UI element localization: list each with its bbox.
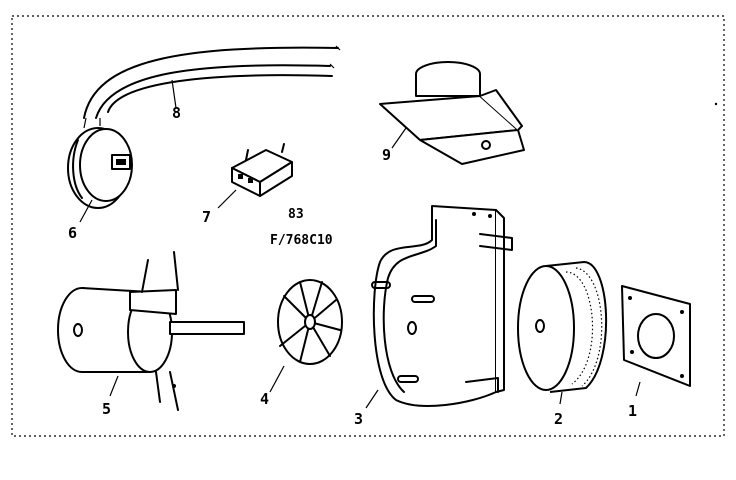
part-5-motor: 5 <box>57 251 245 418</box>
label-5: 5 <box>102 400 111 418</box>
label-4: 4 <box>260 390 269 408</box>
part-2-screen: 2 <box>517 261 608 428</box>
label-8: 8 <box>172 104 181 122</box>
scan-speck <box>714 102 718 106</box>
label-2: 2 <box>554 410 563 428</box>
label-3: 3 <box>354 410 363 428</box>
part-8-wire-leads: 8 <box>83 45 341 122</box>
label-7: 7 <box>202 208 211 226</box>
label-9: 9 <box>382 146 391 164</box>
figure-id: F/768C10 <box>270 233 333 248</box>
part-7-terminal: 7 <box>202 143 293 226</box>
part-9-transition: 9 <box>379 61 525 165</box>
part-1-gasket: 1 <box>621 285 691 420</box>
label-1: 1 <box>628 402 637 420</box>
diagram-frame <box>11 15 725 437</box>
label-6: 6 <box>68 224 77 242</box>
part-3-housing: 3 <box>354 205 513 428</box>
model-code: 83 <box>288 207 304 222</box>
part-6-switch: 6 <box>67 117 133 242</box>
part-4-impeller: 4 <box>260 279 343 408</box>
